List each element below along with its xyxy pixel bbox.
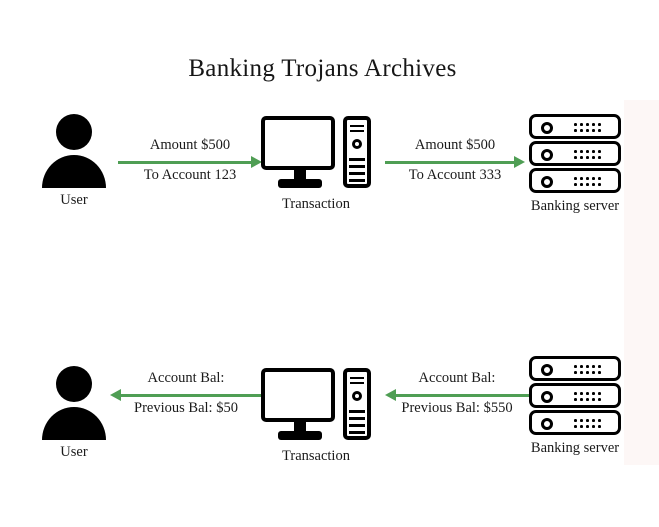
monitor-neck (294, 170, 306, 179)
computer-icon (261, 368, 371, 444)
server-led-icon (541, 418, 553, 430)
arrow-line (396, 394, 529, 397)
arrow-label-bottom: Previous Bal: $50 (134, 400, 238, 416)
server-icon (529, 114, 621, 194)
monitor-screen (261, 116, 335, 170)
server-led-icon (541, 122, 553, 134)
arrow-label-top: Account Bal: (147, 370, 225, 386)
server-vent-dots (574, 392, 603, 403)
server-unit (529, 356, 621, 381)
user-head-shape (56, 114, 92, 150)
tower-bar (349, 179, 365, 182)
monitor-base (278, 179, 322, 188)
monitor-base (278, 431, 322, 440)
node-transaction-incoming: Transaction (261, 368, 371, 465)
node-banking-server-incoming: Banking server (529, 356, 621, 457)
server-led-icon (541, 176, 553, 188)
node-transaction-outgoing: Transaction (261, 116, 371, 213)
tower-vent-line (350, 130, 364, 132)
user-label-outgoing: User (60, 192, 88, 208)
server-label-incoming: Banking server (530, 440, 620, 456)
server-label-outgoing: Banking server (530, 198, 620, 214)
tower-bar (349, 172, 365, 175)
server-vent-dots (574, 365, 603, 376)
computer-tower (343, 368, 371, 440)
user-icon (42, 366, 106, 440)
tower-bar (349, 410, 365, 413)
arrow-head-left-icon (110, 389, 121, 402)
tower-vent-line (350, 125, 364, 127)
tower-bar (349, 424, 365, 427)
arrow-line (385, 161, 514, 164)
arrow-line (121, 394, 262, 397)
node-user-outgoing: User (42, 114, 106, 209)
server-unit (529, 410, 621, 435)
user-head-shape (56, 366, 92, 402)
right-edge-strip (624, 100, 659, 465)
power-button-icon (352, 391, 362, 401)
tower-bar (349, 165, 365, 168)
transaction-label-incoming: Transaction (282, 448, 350, 464)
server-unit (529, 141, 621, 166)
user-body-shape (42, 155, 106, 188)
arrow-head-left-icon (385, 389, 396, 402)
server-vent-dots (574, 150, 603, 161)
arrow-head-right-icon (251, 156, 262, 169)
computer-tower (343, 116, 371, 188)
tower-bar (349, 417, 365, 420)
node-banking-server-outgoing: Banking server (529, 114, 621, 215)
tower-vent-line (350, 382, 364, 384)
server-unit (529, 114, 621, 139)
power-button-icon (352, 139, 362, 149)
server-led-icon (541, 364, 553, 376)
server-icon (529, 356, 621, 436)
arrow-label-top: Account Bal: (418, 370, 496, 386)
arrow-head-right-icon (514, 156, 525, 169)
tower-bar (349, 158, 365, 161)
computer-icon (261, 116, 371, 192)
transaction-label-outgoing: Transaction (282, 196, 350, 212)
server-vent-dots (574, 419, 603, 430)
tower-bar (349, 431, 365, 434)
page-title: Banking Trojans Archives (188, 55, 457, 82)
server-led-icon (541, 391, 553, 403)
user-icon (42, 114, 106, 188)
tower-vent-line (350, 377, 364, 379)
server-vent-dots (574, 177, 603, 188)
arrow-label-top: Amount $500 (414, 137, 496, 153)
monitor-screen (261, 368, 335, 422)
monitor-neck (294, 422, 306, 431)
arrow-label-bottom: To Account 333 (408, 167, 502, 183)
server-led-icon (541, 149, 553, 161)
server-unit (529, 168, 621, 193)
user-body-shape (42, 407, 106, 440)
node-user-incoming: User (42, 366, 106, 461)
arrow-label-bottom: Previous Bal: $550 (401, 400, 513, 416)
arrow-label-top: Amount $500 (149, 137, 231, 153)
server-unit (529, 383, 621, 408)
user-label-incoming: User (60, 444, 88, 460)
arrow-label-bottom: To Account 123 (143, 167, 237, 183)
server-vent-dots (574, 123, 603, 134)
arrow-line (118, 161, 251, 164)
